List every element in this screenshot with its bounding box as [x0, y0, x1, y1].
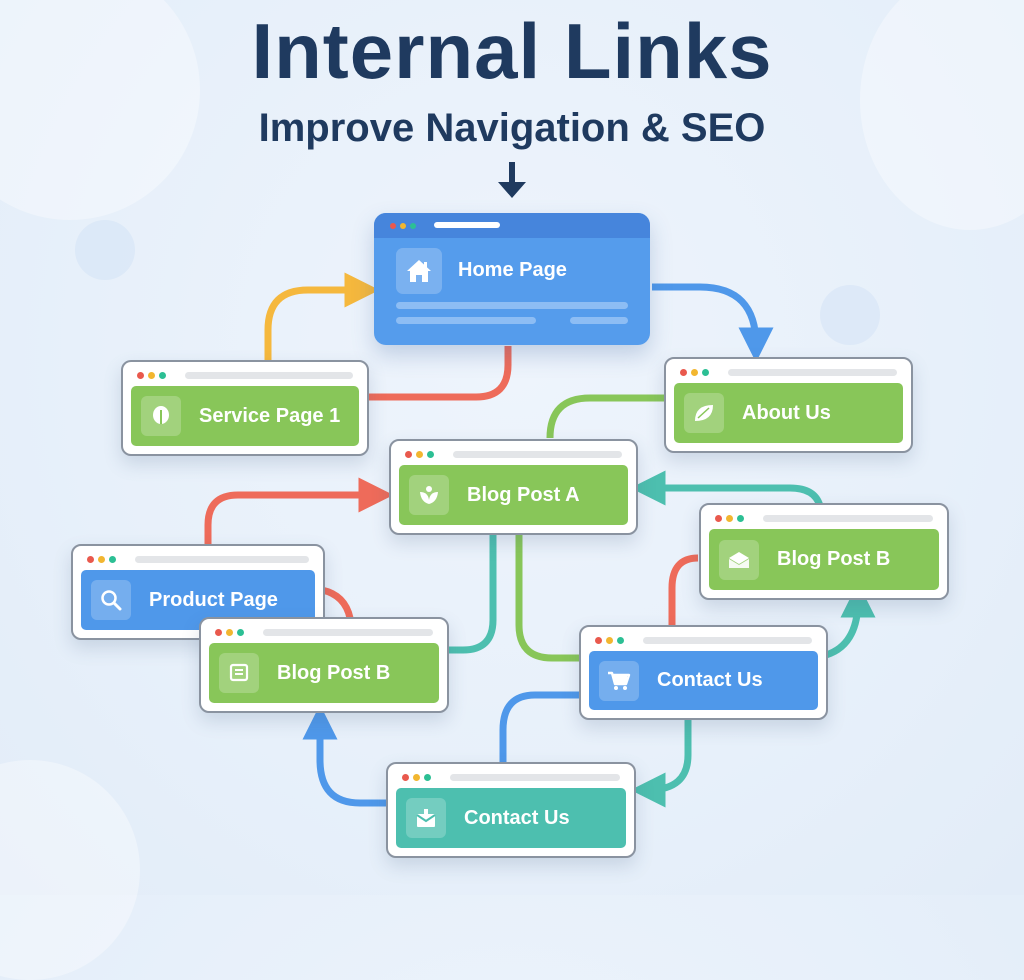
leaf-icon	[684, 393, 724, 433]
address-bar	[185, 372, 353, 379]
content-line	[396, 317, 536, 324]
link-connectors	[204, 272, 876, 808]
blog-post-a-card[interactable]: Blog Post A	[389, 439, 638, 535]
bulb-icon	[141, 396, 181, 436]
address-bar	[263, 629, 433, 636]
address-bar	[434, 222, 500, 228]
home-page-card[interactable]: Home Page	[374, 213, 650, 345]
product-page-card[interactable]: Product Page	[71, 544, 325, 640]
open-envelope-icon	[719, 539, 759, 580]
address-bar	[763, 515, 933, 522]
contact-us-blue-card[interactable]: Contact Us	[579, 625, 828, 720]
blog-post-b-label: Blog Post B	[777, 548, 891, 570]
address-bar	[135, 556, 309, 563]
address-bar	[728, 369, 897, 376]
down-arrow-icon	[498, 162, 526, 205]
blog-post-a-label: Blog Post A	[467, 483, 580, 506]
address-bar	[453, 451, 622, 458]
blog-post-b-left-card[interactable]: Blog Post B	[199, 617, 449, 713]
window-dot-green	[410, 223, 416, 229]
blog-post-b-right-card[interactable]: Blog Post B	[699, 503, 949, 600]
home-page-label: Home Page	[458, 259, 567, 281]
contact-us-label: Contact Us	[657, 669, 763, 691]
service-page-1-label: Service Page 1	[199, 404, 341, 427]
address-bar	[643, 637, 812, 644]
mail-icon	[406, 798, 446, 838]
about-us-card[interactable]: About Us	[664, 357, 913, 453]
sprout-icon	[409, 475, 449, 515]
background-blob	[820, 285, 880, 345]
browser-titlebar	[374, 213, 650, 238]
document-icon	[219, 653, 259, 693]
home-icon	[396, 248, 442, 294]
cart-icon	[599, 660, 639, 701]
content-line	[396, 302, 628, 309]
window-dot-red	[390, 223, 396, 229]
search-icon	[91, 580, 131, 620]
contact-us-label: Contact Us	[464, 806, 570, 829]
blog-post-b-label: Blog Post B	[277, 661, 391, 684]
product-page-label: Product Page	[149, 588, 278, 611]
about-us-label: About Us	[742, 401, 831, 424]
page-title: Internal Links	[251, 7, 773, 95]
background-blob	[75, 220, 135, 280]
service-page-1-card[interactable]: Service Page 1	[121, 360, 369, 456]
page-subtitle: Improve Navigation & SEO	[258, 106, 766, 150]
window-dot-yellow	[400, 223, 406, 229]
address-bar	[450, 774, 620, 781]
contact-us-teal-card[interactable]: Contact Us	[386, 762, 636, 858]
content-line	[570, 317, 628, 324]
